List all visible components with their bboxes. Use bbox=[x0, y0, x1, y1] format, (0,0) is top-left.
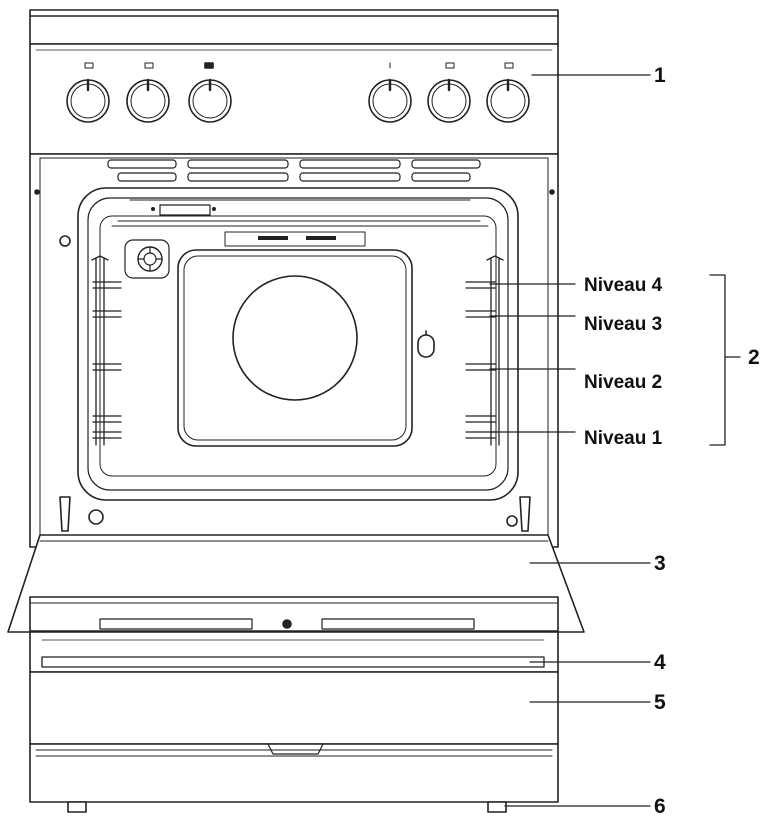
drawer-handle bbox=[29, 631, 559, 673]
back-panel bbox=[177, 249, 413, 447]
label-6: 6 bbox=[654, 795, 666, 818]
lamp-icon bbox=[417, 330, 435, 358]
foot-left bbox=[67, 801, 87, 813]
label-5: 5 bbox=[654, 691, 666, 714]
door-hinges bbox=[59, 496, 531, 532]
vent-slots bbox=[107, 159, 481, 182]
plinth bbox=[29, 743, 559, 803]
label-3: 3 bbox=[654, 552, 666, 575]
label-1: 1 bbox=[654, 64, 666, 87]
knob-1 bbox=[66, 62, 110, 123]
storage-drawer bbox=[29, 671, 559, 745]
callout-labels: 1 Niveau 4 Niveau 3 Niveau 2 Niveau 1 2 … bbox=[584, 64, 760, 818]
rack-supports-left bbox=[91, 255, 122, 446]
cooktop-edge bbox=[29, 9, 559, 45]
leader-lines bbox=[489, 74, 741, 807]
knob-4 bbox=[368, 62, 412, 123]
label-4: 4 bbox=[654, 651, 666, 674]
foot-right bbox=[487, 801, 507, 813]
label-niveau-4: Niveau 4 bbox=[584, 275, 663, 296]
label-niveau-2: Niveau 2 bbox=[584, 372, 662, 393]
knob-2 bbox=[126, 62, 170, 123]
control-panel bbox=[29, 43, 559, 155]
oven-door bbox=[7, 534, 585, 633]
knob-5 bbox=[427, 62, 471, 123]
knob-3 bbox=[188, 62, 232, 123]
label-niveau-3: Niveau 3 bbox=[584, 314, 662, 335]
knob-6 bbox=[486, 62, 530, 123]
label-niveau-1: Niveau 1 bbox=[584, 428, 663, 449]
fan-icon bbox=[124, 239, 170, 279]
label-2: 2 bbox=[748, 346, 760, 369]
